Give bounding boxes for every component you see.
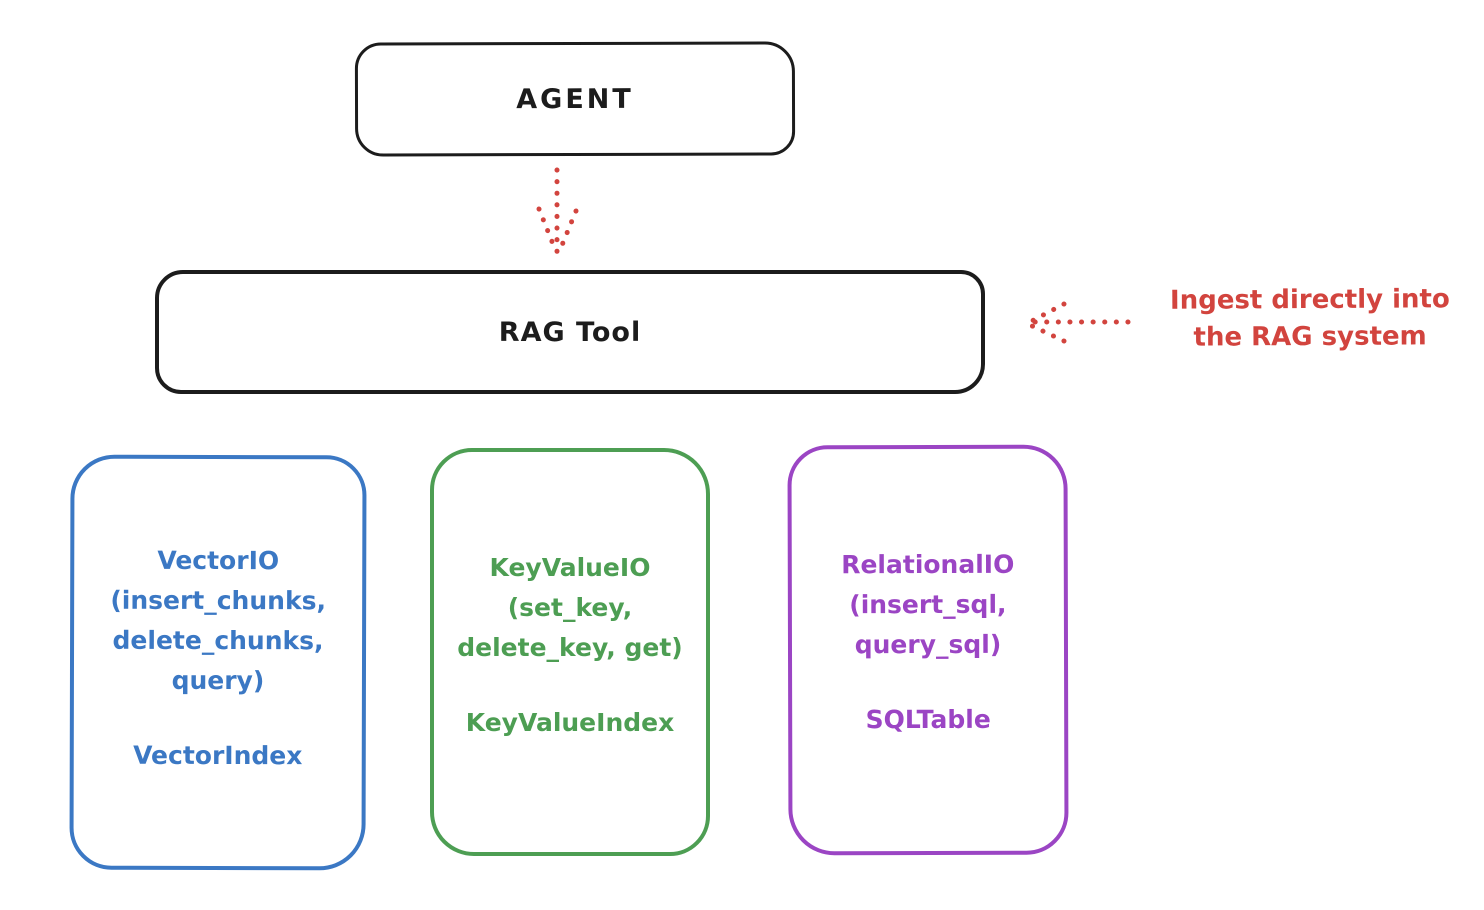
relational-io-title: RelationalIO (insert_sql, query_sql) [841,549,1015,660]
keyvalue-io-title: KeyValueIO (set_key, delete_key, get) [457,553,683,662]
vector-index-label: VectorIndex [133,740,303,771]
rag-tool-node-label: RAG Tool [498,316,642,348]
vector-io-box: VectorIO (insert_chunks, delete_chunks, … [69,454,367,871]
agent-to-ragtool-dotted-arrow-icon [536,167,579,259]
ingest-annotation-text: Ingest directly into the RAG system [1169,284,1450,353]
vector-io-title: VectorIO (insert_chunks, delete_chunks, … [110,545,327,696]
agent-node-label: AGENT [516,83,634,115]
agent-node: AGENT [354,41,796,157]
sql-table-label: SQLTable [865,704,991,735]
keyvalue-index-label: KeyValueIndex [465,708,675,737]
ingest-dotted-arrow-icon [1025,301,1131,344]
relational-io-box: RelationalIO (insert_sql, query_sql) SQL… [787,444,1069,856]
keyvalue-io-box: KeyValueIO (set_key, delete_key, get) Ke… [430,448,710,856]
rag-tool-node: RAG Tool [155,270,985,394]
